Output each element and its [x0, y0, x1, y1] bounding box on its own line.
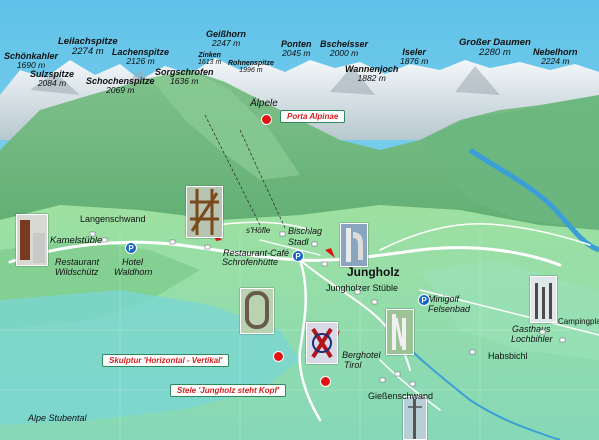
label-giessenschwand: Gießenschwand [368, 391, 434, 401]
photo-wooden-frame[interactable] [186, 186, 223, 238]
label-alpele: Älpele [250, 98, 278, 109]
label-stadl: Stadl [288, 237, 309, 247]
photo-felsenbad[interactable] [386, 309, 414, 355]
label-jungholzer-stueble: Jungholzer Stüble [326, 283, 399, 293]
marker-porta-alpinae[interactable] [261, 114, 272, 125]
marker-skulptur[interactable] [273, 351, 284, 362]
label-minigolf: Minigolf [428, 294, 460, 304]
label-shoefle: s'Höfle [246, 226, 271, 235]
marker-stele[interactable] [320, 376, 331, 387]
label-campingplatz: Campingplatz [558, 317, 599, 326]
photo-campingplatz[interactable] [530, 276, 557, 323]
label-schrofenhuette: Schrofenhütte [222, 257, 279, 267]
label-felsenbad: Felsenbad [428, 304, 471, 314]
label-skulptur[interactable]: Skulptur 'Horizontal - Vertikal' [102, 354, 230, 367]
label-alpe-stubental: Alpe Stubental [28, 413, 87, 423]
label-hotel: Hotel [122, 257, 144, 267]
label-tirol: Tirol [344, 360, 362, 370]
photo-stele[interactable] [306, 322, 338, 364]
label-porta-alpinae[interactable]: Porta Alpinae [280, 110, 346, 123]
parking-icon[interactable]: P [292, 250, 304, 262]
label-restaurant-1: Restaurant [55, 257, 100, 267]
photo-kamelstueble[interactable] [16, 214, 48, 266]
label-wildschuetz: Wildschütz [55, 267, 99, 277]
label-langenschwand: Langenschwand [80, 214, 146, 224]
label-stele[interactable]: Stele 'Jungholz steht Kopf' [170, 384, 287, 397]
label-berghotel: Berghotel [342, 350, 381, 360]
label-lochbihler: Lochbihler [511, 334, 553, 344]
label-jungholz: Jungholz [347, 265, 400, 279]
label-waldhorn: Waldhorn [114, 267, 153, 277]
label-habsbichl: Habsbichl [488, 351, 528, 361]
parking-icon[interactable]: P [418, 294, 430, 306]
photo-horizontal-vertikal[interactable] [240, 288, 274, 334]
parking-icon[interactable]: P [125, 242, 137, 254]
photo-bischlag[interactable] [340, 223, 368, 267]
label-gasthaus: Gasthaus [512, 324, 551, 334]
label-bischlag: Bischlag [288, 226, 323, 236]
label-restaurant-cafe: Restaurant-Café [223, 248, 290, 258]
label-kamelstueble: Kamelstüble [50, 235, 103, 246]
photo-giessenschwand[interactable] [403, 396, 427, 440]
